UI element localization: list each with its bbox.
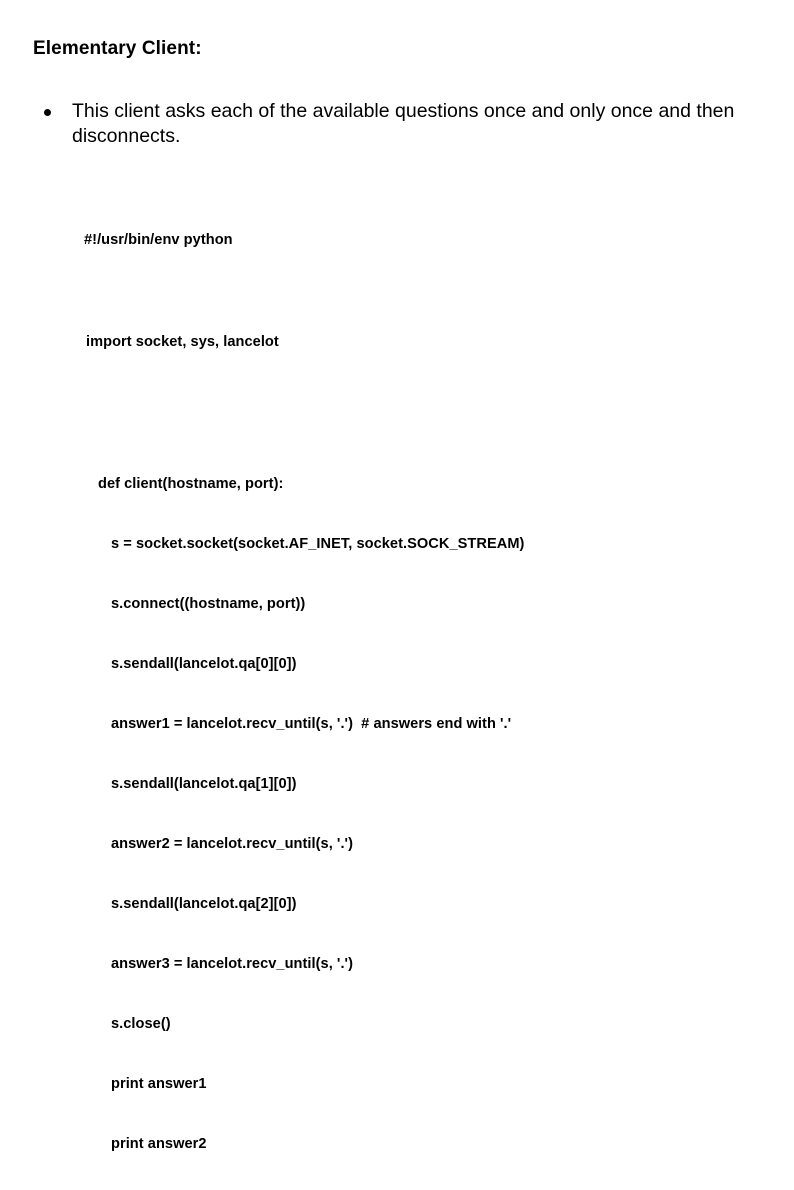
bullet-dot-icon [44,109,51,116]
code-line-shebang: #!/usr/bin/env python [84,232,233,248]
code-block: #!/usr/bin/env python import socket, sys… [84,170,744,1190]
code-line: print answer1 [111,1076,207,1092]
code-line: s.connect((hostname, port)) [111,596,306,612]
slide-canvas: Elementary Client: This client asks each… [33,38,750,1152]
code-line: print answer2 [111,1136,207,1152]
code-line: s = socket.socket(socket.AF_INET, socket… [111,536,525,552]
code-line: s.close() [111,1016,171,1032]
bullet-list: This client asks each of the available q… [40,99,750,149]
code-line: answer2 = lancelot.recv_until(s, '.') [111,836,353,852]
page-title: Elementary Client: [33,38,202,59]
bullet-item-label: This client asks each of the available q… [72,100,735,147]
code-line: s.sendall(lancelot.qa[2][0]) [111,896,297,912]
code-line: def client(hostname, port): [98,476,284,492]
code-body: def client(hostname, port): s = socket.s… [98,434,744,1190]
code-line: s.sendall(lancelot.qa[1][0]) [111,776,297,792]
code-line: answer3 = lancelot.recv_until(s, '.') [111,956,353,972]
code-line: s.sendall(lancelot.qa[0][0]) [111,656,297,672]
list-item: This client asks each of the available q… [40,99,750,149]
code-line-import: import socket, sys, lancelot [86,334,279,350]
code-line: answer1 = lancelot.recv_until(s, '.') # … [111,716,512,732]
